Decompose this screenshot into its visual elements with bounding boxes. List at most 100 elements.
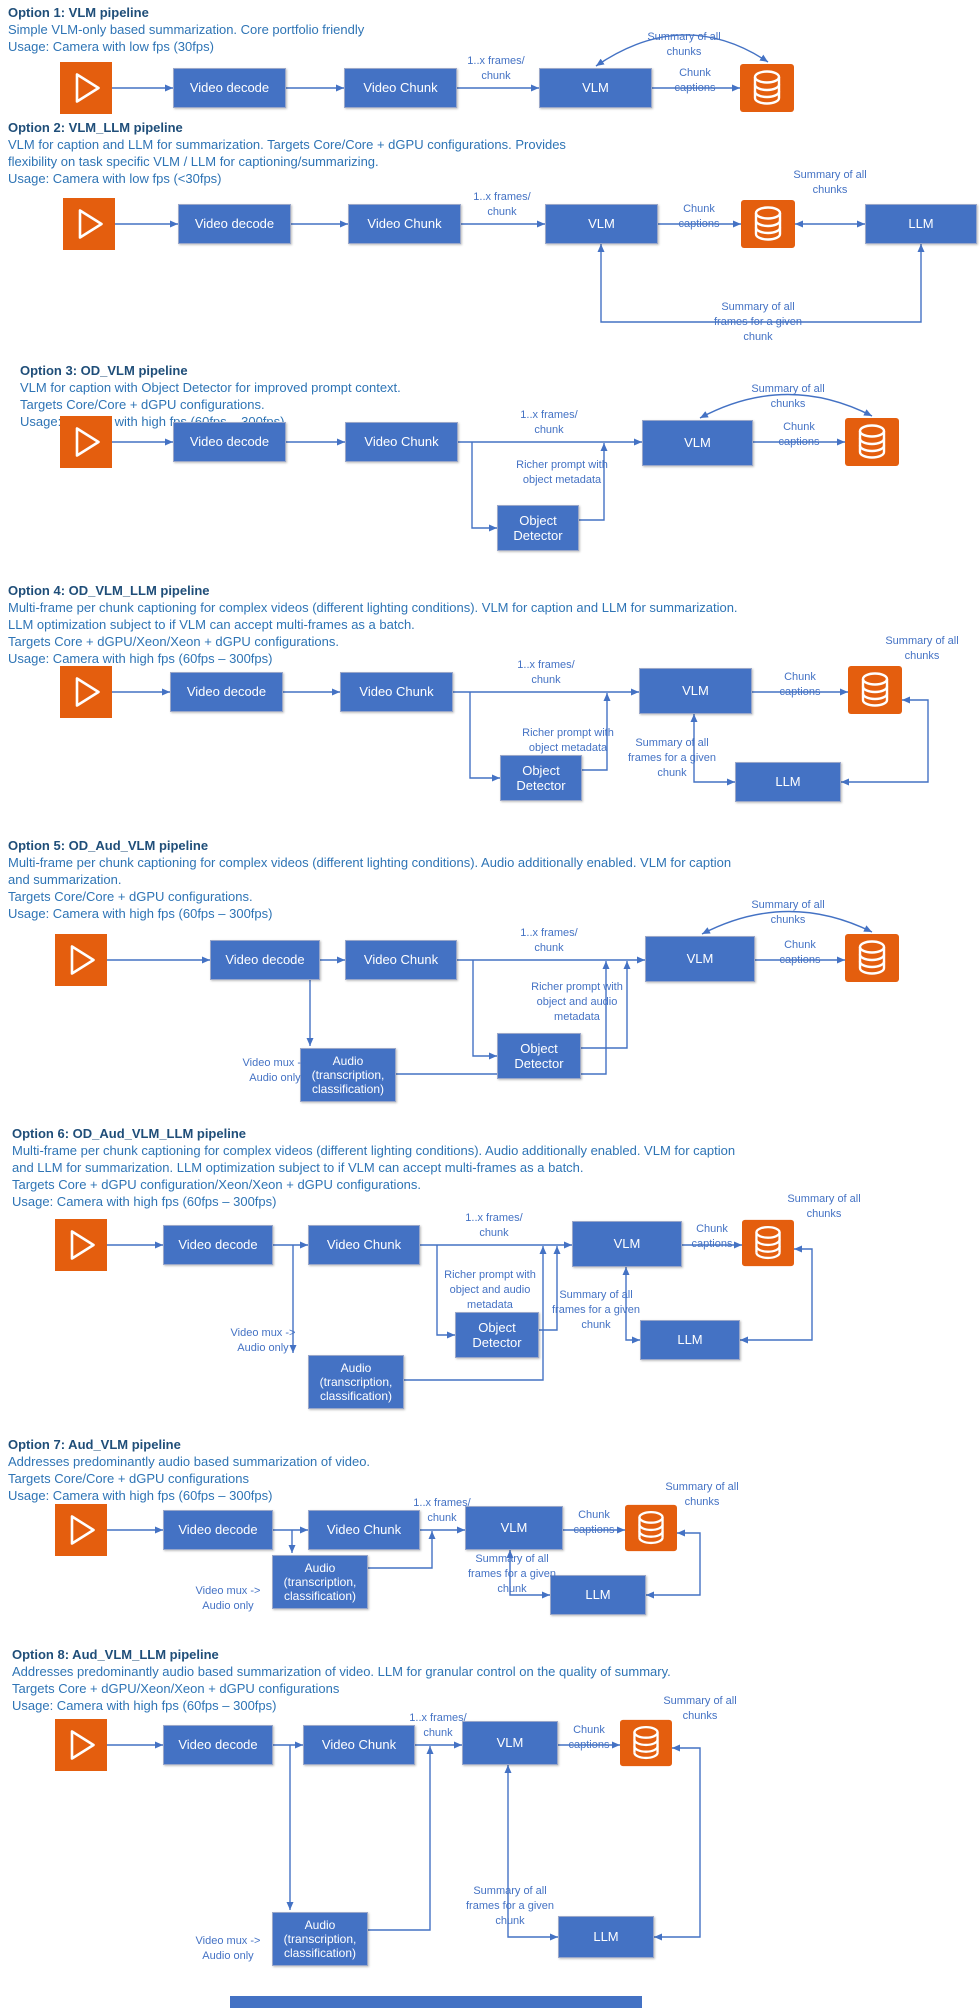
node-label: Detector xyxy=(513,528,563,543)
edge-label-line: chunks xyxy=(806,1208,842,1220)
node-video-decode: Video decode xyxy=(170,672,283,712)
edge-label-line: chunk xyxy=(423,1727,453,1739)
edge-label-line: Summary of all xyxy=(559,1289,633,1301)
node-label: LLM xyxy=(775,774,801,790)
edge-label-line: metadata xyxy=(554,1011,600,1023)
edge-label-line: chunks xyxy=(666,46,702,58)
node-label: LLM xyxy=(593,1929,619,1945)
node-label: (transcription, xyxy=(311,1067,385,1082)
node-label: Detector xyxy=(472,1335,522,1350)
edge-label-line: 1..x frames/ xyxy=(520,927,578,939)
connector xyxy=(506,1550,550,1599)
edge-label-line: 1..x frames/ xyxy=(517,659,575,671)
option-title: Option 1: VLM pipeline xyxy=(8,5,149,20)
node-video-decode: Video decode xyxy=(210,940,320,980)
edge-label-line: 1..x frames/ xyxy=(473,191,531,203)
connector xyxy=(471,442,497,532)
edge-label-line: chunk xyxy=(657,767,687,779)
edge-label-line: Richer prompt with xyxy=(531,981,623,993)
option-description-line: Targets Core + dGPU/Xeon/Xeon + dGPU con… xyxy=(8,634,339,649)
node-label: Video decode xyxy=(186,684,267,700)
node-video-chunk: Video Chunk xyxy=(345,940,457,980)
node-vlm: VLM xyxy=(645,936,755,982)
connector xyxy=(595,34,769,67)
connector xyxy=(504,1765,558,1941)
edge-label: 1..x frames/chunk xyxy=(520,926,577,956)
connector xyxy=(539,1246,561,1331)
option-description-line: Addresses predominantly audio based summ… xyxy=(12,1664,671,1679)
node-llm: LLM xyxy=(640,1320,740,1360)
node-label: VLM xyxy=(613,1236,641,1252)
edge-label: 1..x frames/chunk xyxy=(413,1496,470,1526)
edge-label-line: chunks xyxy=(682,1710,718,1722)
option-description-line: and LLM for summarization. LLM optimizat… xyxy=(12,1160,584,1175)
node-label: Video decode xyxy=(225,952,305,968)
edge-label: 1..x frames/chunk xyxy=(473,190,530,220)
option-title: Option 8: Aud_VLM_LLM pipeline xyxy=(12,1647,219,1662)
video-source-icon xyxy=(60,416,112,468)
connector xyxy=(582,693,611,771)
node-video-chunk: Video Chunk xyxy=(348,204,461,244)
option-description-line: Multi-frame per chunk captioning for com… xyxy=(8,855,732,870)
node-label: Object xyxy=(522,762,560,778)
edge-label-line: frames for a given xyxy=(467,1568,557,1580)
node-label: Video decode xyxy=(189,80,270,96)
node-label: VLM xyxy=(682,683,709,699)
edge-label-line: 1..x frames/ xyxy=(467,55,525,67)
edge-label-line: frames for a given xyxy=(713,316,803,328)
node-label: VLM xyxy=(686,951,714,967)
video-source-icon xyxy=(60,666,112,718)
edge-label-line: Summary of all xyxy=(793,169,867,181)
video-source-icon xyxy=(63,198,115,250)
edge-label-line: Summary of all xyxy=(885,635,959,647)
node-vlm: VLM xyxy=(462,1721,558,1765)
connector xyxy=(469,692,500,782)
edge-label-line: chunk xyxy=(581,1319,611,1331)
option-description-line: flexibility on task specific VLM / LLM f… xyxy=(8,154,379,169)
node-label: VLM xyxy=(496,1735,524,1751)
node-audio: Audio(transcription,classification) xyxy=(300,1048,396,1102)
edge-label-line: chunks xyxy=(770,398,806,410)
database-icon xyxy=(740,64,794,112)
node-label: (transcription, xyxy=(283,1931,357,1946)
node-audio: Audio(transcription,classification) xyxy=(308,1355,404,1409)
node-label: (transcription, xyxy=(319,1374,393,1389)
edge-label-line: chunk xyxy=(495,1915,525,1927)
video-source-icon xyxy=(55,1504,107,1556)
connector xyxy=(622,1267,640,1344)
edge-label-line: captions xyxy=(779,954,821,966)
connector xyxy=(436,1245,455,1339)
edge-label-line: Video mux -> xyxy=(242,1057,308,1069)
option-description-line: Simple VLM-only based summarization. Cor… xyxy=(8,22,365,37)
connector xyxy=(581,961,631,1049)
node-audio: Audio(transcription,classification) xyxy=(272,1555,368,1609)
node-label: Video decode xyxy=(178,1522,258,1538)
edge-label: Video mux ->Audio only xyxy=(196,1584,261,1614)
database-icon xyxy=(845,934,899,982)
node-label: Detector xyxy=(514,1056,564,1071)
node-label: Video decode xyxy=(189,434,270,450)
option-title: Option 6: OD_Aud_VLM_LLM pipeline xyxy=(12,1126,246,1141)
connector xyxy=(646,1529,701,1599)
edge-label-line: Summary of all xyxy=(751,383,825,395)
cropped-box-edge xyxy=(230,1996,642,2008)
connector xyxy=(396,961,610,1075)
node-label: Video decode xyxy=(178,1237,258,1253)
video-source-icon xyxy=(55,934,107,986)
node-llm: LLM xyxy=(558,1916,654,1958)
